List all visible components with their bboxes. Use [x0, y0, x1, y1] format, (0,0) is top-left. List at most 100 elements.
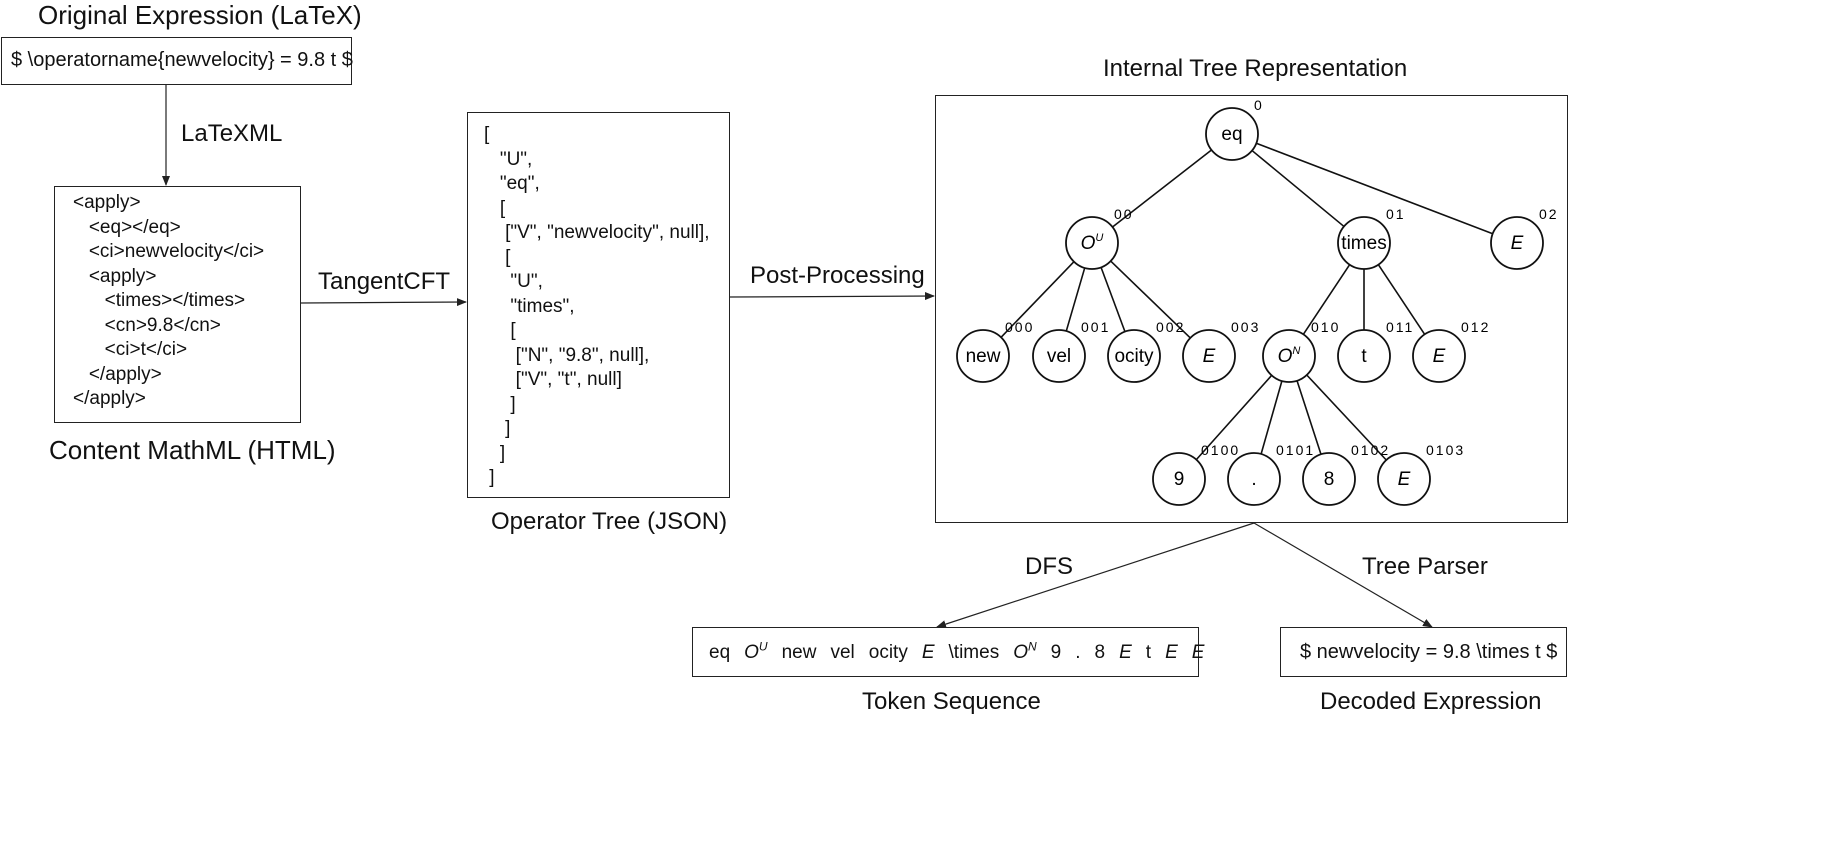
tree-node-label: ON: [1278, 345, 1301, 367]
tree-edge: [1112, 149, 1212, 228]
tree-node: OU 00: [1065, 206, 1134, 270]
json-line: ]: [484, 467, 495, 488]
tree-node-label-text: vel: [1047, 346, 1071, 367]
tree-node: E02: [1490, 206, 1557, 270]
tree-node-id: 0102: [1351, 442, 1390, 458]
arrow-tangentcft: [300, 298, 467, 307]
mathml-line: <cn>9.8</cn>: [73, 314, 221, 336]
tree-node-label-text: 9: [1174, 469, 1185, 490]
tree-node-id: 011: [1386, 319, 1414, 335]
tree-node-label-text: E: [1511, 233, 1524, 254]
latex-expression: $ \operatorname{newvelocity} = 9.8 t $: [11, 49, 353, 71]
json-line: ]: [484, 442, 506, 464]
tree-node-id: 010: [1311, 319, 1340, 335]
tree-node-label-text: E: [1203, 346, 1216, 367]
tree-node: ON 010: [1262, 319, 1340, 383]
tree-edge: [1110, 260, 1191, 339]
tree-node-label: .: [1251, 469, 1256, 490]
token: new: [782, 642, 817, 663]
mathml-code: <apply> <eq></eq> <ci>newvelocity</ci> <…: [73, 191, 264, 412]
json-line: "U",: [484, 271, 543, 292]
mathml-box: <apply> <eq></eq> <ci>newvelocity</ci> <…: [54, 186, 301, 423]
tree-edge: [1000, 261, 1075, 338]
tree-node-label-text: ocity: [1114, 346, 1154, 367]
tree-node-label-text: O: [1081, 233, 1096, 254]
json-line: ["V", "newvelocity", null],: [484, 222, 710, 243]
tree-edge: [1195, 374, 1273, 461]
mathml-line: </apply>: [73, 388, 146, 409]
tree-node-label-text: t: [1361, 346, 1367, 367]
mathml-line: <ci>t</ci>: [73, 339, 188, 360]
mathml-line: </apply>: [73, 363, 162, 385]
mathml-line: <times></times>: [73, 290, 246, 311]
tree-node-label: OU: [1081, 232, 1104, 254]
json-line: "eq",: [484, 173, 540, 194]
mathml-title: Content MathML (HTML): [49, 435, 336, 465]
token: OU: [744, 640, 768, 664]
decoded-expression: $ newvelocity = 9.8 \times t $: [1300, 641, 1558, 663]
tree-node-label: t: [1361, 346, 1367, 367]
tangentcft-label: TangentCFT: [318, 268, 451, 295]
tree-node: t 011: [1337, 319, 1414, 383]
tree-node-superscript: U: [1095, 232, 1103, 244]
token-text: E: [1191, 642, 1205, 664]
tree-node-id: 01: [1386, 206, 1406, 222]
tree-node-id: 00: [1114, 206, 1134, 222]
tree-edges: [1000, 142, 1494, 461]
tree-node-circle: [1032, 329, 1086, 383]
arrow-postprocessing: [729, 292, 935, 301]
operator-tree-json-code: [ "U", "eq", [ ["V", "newvelocity", null…: [484, 123, 710, 491]
token: t: [1146, 642, 1151, 663]
token-text: vel: [830, 642, 855, 664]
tree-node-label: E: [1398, 469, 1411, 490]
tree-edge: [1251, 149, 1345, 228]
mathml-line: <apply>: [73, 192, 141, 213]
tree-parser-label: Tree Parser: [1362, 553, 1488, 580]
json-line: [: [484, 320, 516, 341]
tree-node-label: 9: [1174, 469, 1185, 490]
tree-node: .0101: [1227, 442, 1313, 506]
token-text: 9: [1050, 642, 1062, 664]
tree-node-label-text: .: [1251, 469, 1256, 490]
token: E: [922, 642, 935, 663]
json-line: [: [484, 246, 511, 268]
token-text: 8: [1094, 642, 1106, 664]
tree-edge: [1377, 264, 1426, 335]
tree-node-id: 012: [1461, 319, 1490, 335]
token-text: eq: [709, 642, 731, 664]
json-line: ["V", "t", null]: [484, 369, 622, 390]
token: E: [1192, 642, 1205, 663]
tree-edge: [1296, 380, 1322, 455]
tree-node-label-text: E: [1433, 346, 1446, 367]
tree-node-label: new: [966, 346, 1001, 367]
json-line: "U",: [484, 148, 533, 170]
mathml-line: <apply>: [73, 265, 157, 287]
tree-node-circle: [1152, 452, 1206, 506]
tree-node-label: eq: [1221, 124, 1242, 145]
token: eq: [709, 642, 730, 663]
tree-node-label-text: O: [1278, 346, 1293, 367]
tree-edge: [1255, 142, 1494, 235]
token-sequence-title: Token Sequence: [862, 688, 1041, 715]
tree-node-circle: [1302, 452, 1356, 506]
tree-node-circle: [1337, 216, 1391, 270]
token-superscript: U: [758, 640, 768, 654]
tree-edge: [1260, 380, 1283, 455]
internal-tree-title: Internal Tree Representation: [1103, 55, 1408, 82]
token: ON: [1013, 640, 1036, 663]
tree-nodes: eq0OU00times01E02new000vel001ocity002E00…: [956, 97, 1557, 506]
operator-tree-title: Operator Tree (JSON): [491, 508, 728, 535]
tree-node-label: times: [1341, 233, 1386, 254]
token-text: O: [744, 642, 759, 664]
json-line: "times",: [484, 295, 575, 317]
original-expression-box: $ \operatorname{newvelocity} = 9.8 t $: [1, 37, 353, 85]
